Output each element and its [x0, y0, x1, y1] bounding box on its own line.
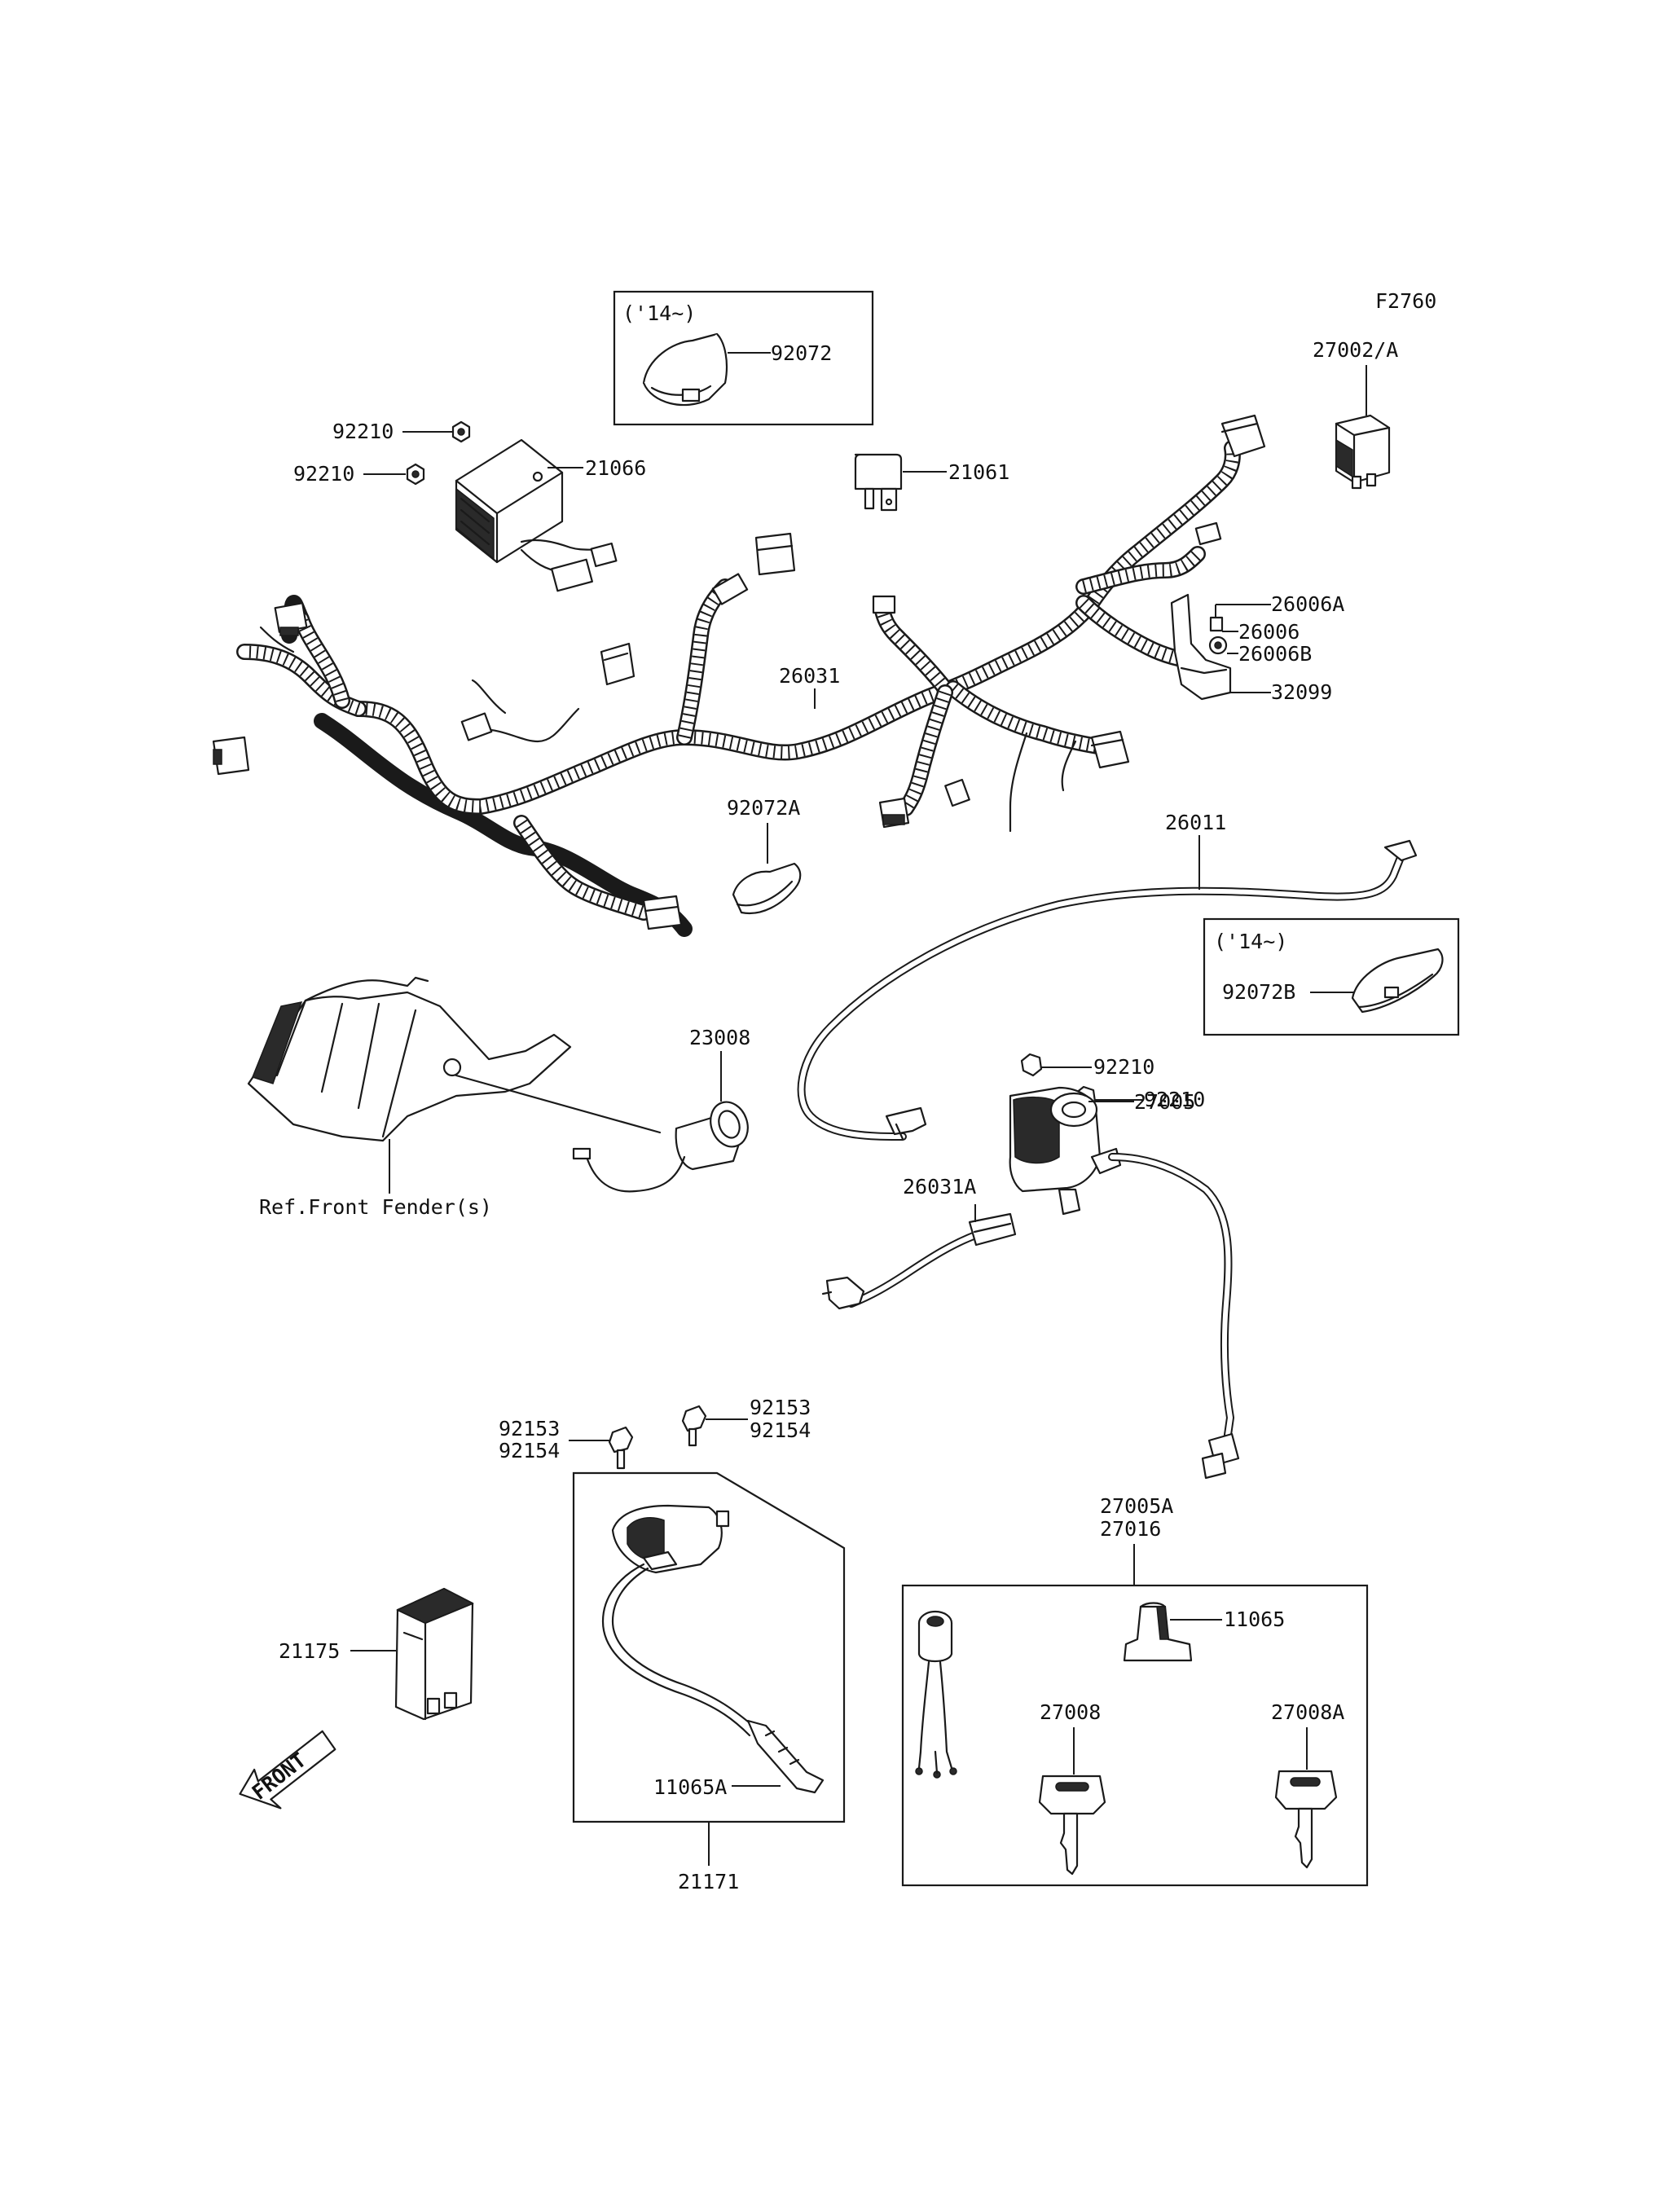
part-92072B-band — [1351, 948, 1444, 1014]
part-26011-cable: 26011 — [797, 811, 1418, 1141]
lock-cylinder — [915, 1610, 957, 1779]
part-92210-nut-c: 92210 — [1020, 1053, 1154, 1079]
label-27016: 27016 — [1100, 1517, 1161, 1541]
harness-connector-3 — [600, 642, 635, 686]
label-32099: 32099 — [1271, 680, 1332, 704]
part-27005-ignition-switch: 27005 — [1009, 1086, 1240, 1480]
part-92153-92154-bolt-right: 92153 92154 — [681, 1396, 811, 1447]
label-27008A: 27008A — [1271, 1700, 1344, 1724]
part-21061-relay: 21061 — [854, 453, 1009, 512]
part-21175-cdi: 21175 — [279, 1587, 474, 1721]
part-26031-main-harness: 26031 — [212, 414, 1266, 937]
part-21171-ignition-coil: 11065A 21171 — [572, 1471, 846, 1893]
label-27005: 27005 — [1134, 1090, 1195, 1114]
label-27005A: 27005A — [1100, 1494, 1173, 1518]
part-27008-key: 27008 — [1038, 1700, 1106, 1876]
part-92072-band — [642, 332, 728, 407]
part-21066-regulator: 21066 — [455, 438, 646, 592]
part-26006-cluster: 26006A 26006 26006B 32099 — [1170, 592, 1344, 704]
label-92154-left: 92154 — [499, 1439, 560, 1462]
label-92072: 92072 — [771, 341, 832, 365]
harness-connector-6 — [872, 595, 896, 614]
callout-box-14-right: ('14~) 92072B — [1203, 917, 1460, 1036]
label-92072B: 92072B — [1222, 980, 1295, 1004]
label-11065: 11065 — [1224, 1607, 1285, 1631]
label-92154-right: 92154 — [750, 1418, 811, 1442]
harness-connector-5 — [711, 573, 749, 605]
harness-connector-8 — [1090, 730, 1130, 769]
part-27002A-relay: 27002/A — [1313, 338, 1398, 490]
harness-connector-4 — [754, 532, 796, 576]
part-11065-cap: 11065 — [1123, 1602, 1285, 1662]
label-21171: 21171 — [678, 1870, 739, 1893]
harness-connector-9 — [1220, 414, 1266, 458]
label-21175: 21175 — [279, 1639, 340, 1663]
label-11065A: 11065A — [653, 1775, 727, 1799]
harness-connector-1 — [274, 602, 308, 636]
front-direction-arrow-icon: FRONT — [239, 1730, 336, 1810]
harness-connector-13 — [944, 778, 970, 807]
label-27008: 27008 — [1040, 1700, 1101, 1724]
harness-connector-12 — [460, 712, 493, 741]
part-92153-92154-bolt-left: 92153 92154 — [499, 1417, 634, 1470]
part-23008-switch: 23008 — [572, 1026, 750, 1193]
harness-connector-11 — [642, 895, 683, 930]
label-92153-left: 92153 — [499, 1417, 560, 1440]
label-26011: 26011 — [1165, 811, 1226, 834]
harness-connector-7 — [878, 797, 910, 829]
label-23008: 23008 — [689, 1026, 750, 1049]
label-26006B: 26006B — [1238, 642, 1312, 666]
figure-code: F2760 — [1375, 289, 1436, 313]
label-26006A: 26006A — [1271, 592, 1344, 616]
label-92210-d: 92210 — [1144, 1088, 1205, 1111]
ref-front-fender: Ref.Front Fender(s) — [259, 1195, 492, 1219]
label-21066: 21066 — [585, 456, 646, 480]
year-note-right: ('14~) — [1214, 930, 1287, 953]
part-27008A-key: 27008A — [1271, 1700, 1344, 1869]
label-26006: 26006 — [1238, 620, 1300, 644]
part-92210-nut-b: 92210 — [293, 462, 425, 486]
front-fender-reference: Ref.Front Fender(s) — [247, 976, 662, 1219]
part-27005A-27016-key-set: 27005A 27016 11065 27008 — [901, 1494, 1369, 1887]
label-21061: 21061 — [948, 460, 1009, 484]
part-92210-nut-a: 92210 — [332, 420, 471, 443]
label-92072A: 92072A — [727, 796, 800, 820]
part-92072A-band: 92072A — [727, 796, 802, 915]
label-26031: 26031 — [779, 664, 840, 688]
label-92153-right: 92153 — [750, 1396, 811, 1419]
label-92210-b: 92210 — [293, 462, 354, 486]
callout-box-14-top: ('14~) 92072 — [613, 290, 874, 426]
harness-connector-2 — [212, 736, 250, 776]
year-note-top: ('14~) — [622, 301, 696, 325]
label-92210-c: 92210 — [1093, 1055, 1154, 1079]
label-92210-a: 92210 — [332, 420, 394, 443]
label-26031A: 26031A — [903, 1175, 976, 1198]
harness-connector-10 — [1194, 521, 1222, 546]
label-27002A: 27002/A — [1313, 338, 1398, 362]
part-26031A-sub-harness: 26031A — [821, 1175, 1017, 1310]
